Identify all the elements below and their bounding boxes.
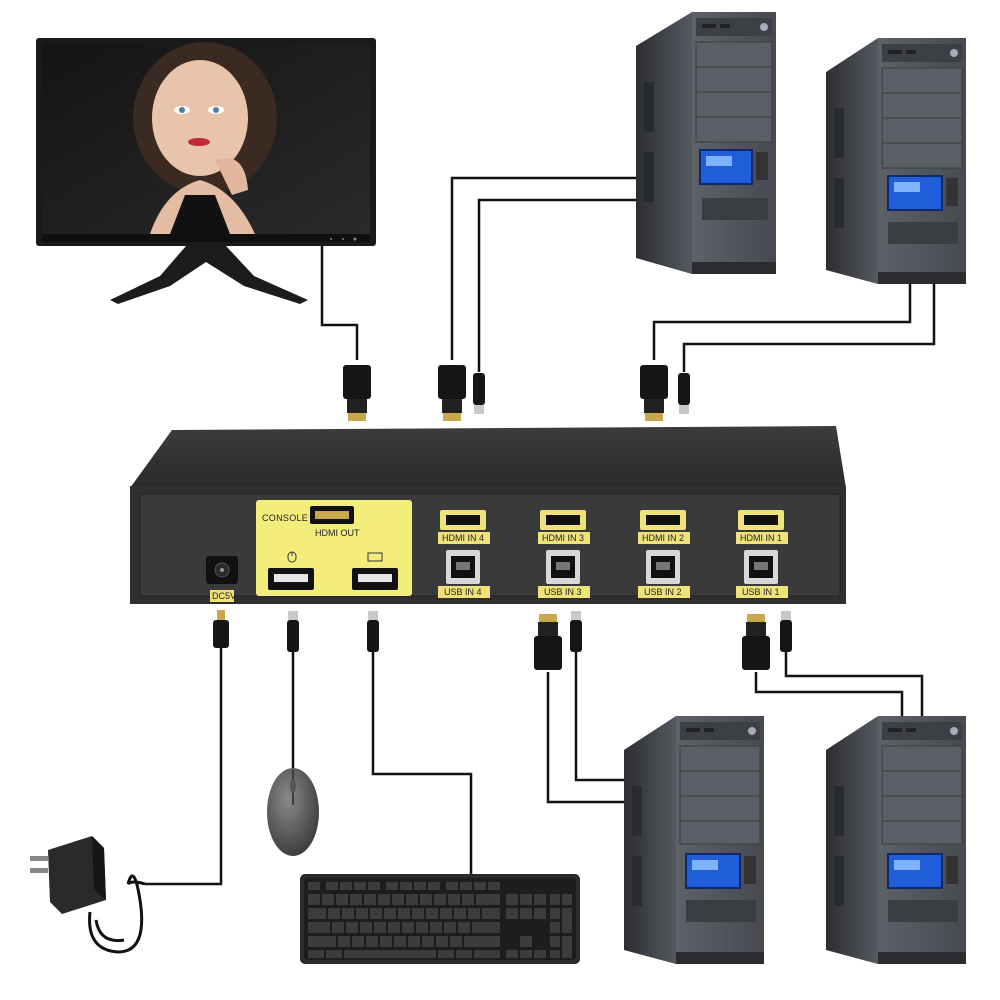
usb-in-4-label: USB IN 4: [444, 587, 482, 597]
keyboard-keys: [308, 882, 572, 958]
usb-in-1-label: USB IN 1: [742, 587, 780, 597]
pc-top-left-hdmi-plug: [438, 365, 466, 421]
monitor-screen-image: [133, 42, 277, 234]
pc-top-right-usb-plug: [678, 373, 690, 414]
usb-in-3-label: USB IN 3: [544, 587, 582, 597]
top-plugs: [343, 365, 690, 421]
mouse-usb-plug: [287, 611, 299, 652]
monitor-hdmi-cable: [320, 246, 359, 360]
power-cable: [145, 646, 223, 886]
mouse: [267, 768, 319, 856]
pc-top-right-hdmi-plug: [640, 365, 668, 421]
keyboard-cable: [371, 652, 473, 874]
keyboard-port-icon: [367, 552, 383, 562]
usb-in-2-label: USB IN 2: [644, 587, 682, 597]
pc-bottom-right: [826, 716, 966, 964]
bottom-plugs: [213, 610, 792, 670]
keyboard: [300, 874, 580, 964]
keyboard-usb-plug: [367, 611, 379, 652]
kvm-switch: CONSOLE HDMI OUT DC5V HDMI IN 4: [130, 426, 846, 604]
pc-bottom-right-usb-plug: [780, 611, 792, 652]
pc-top-right-usb-cable: [682, 282, 936, 372]
pc-bottom-left-hdmi-plug: [534, 614, 562, 670]
pc-top-right: [826, 38, 966, 284]
power-plug: [213, 610, 229, 648]
mouse-port-icon: [287, 551, 297, 563]
monitor-hdmi-plug: [343, 365, 371, 421]
pc-bottom-right-usb-cable: [784, 652, 924, 716]
power-adapter: [30, 836, 146, 954]
hdmi-in-4-label: HDMI IN 4: [442, 533, 484, 543]
cables: [145, 176, 936, 886]
pc-top-left-usb-plug: [473, 373, 485, 414]
pc-bottom-left: [624, 716, 764, 964]
power-label: DC5V: [212, 591, 236, 601]
port-group-3: HDMI IN 3 USB IN 3: [538, 510, 590, 598]
hdmi-in-1-label: HDMI IN 1: [740, 533, 782, 543]
monitor: [36, 38, 376, 304]
pc-top-left-hdmi-cable: [450, 176, 640, 360]
pc-bottom-right-hdmi-cable: [754, 672, 904, 716]
pc-bottom-left-hdmi-cable: [546, 672, 628, 804]
hdmi-out-label: HDMI OUT: [315, 528, 360, 538]
pc-bottom-left-usb-cable: [574, 652, 628, 782]
monitor-stand: [110, 246, 308, 304]
pc-top-left: [636, 12, 776, 274]
pc-top-left-usb-cable: [477, 198, 640, 372]
pc-bottom-right-hdmi-plug: [742, 614, 770, 670]
port-group-4: HDMI IN 4 USB IN 4: [438, 510, 490, 598]
port-group-2: HDMI IN 2 USB IN 2: [638, 510, 690, 598]
console-label: CONSOLE: [262, 513, 308, 523]
pc-bottom-left-usb-plug: [570, 611, 582, 652]
port-group-1: HDMI IN 1 USB IN 1: [736, 510, 788, 598]
hdmi-in-2-label: HDMI IN 2: [642, 533, 684, 543]
pc-top-right-hdmi-cable: [652, 282, 912, 360]
hdmi-in-3-label: HDMI IN 3: [542, 533, 584, 543]
